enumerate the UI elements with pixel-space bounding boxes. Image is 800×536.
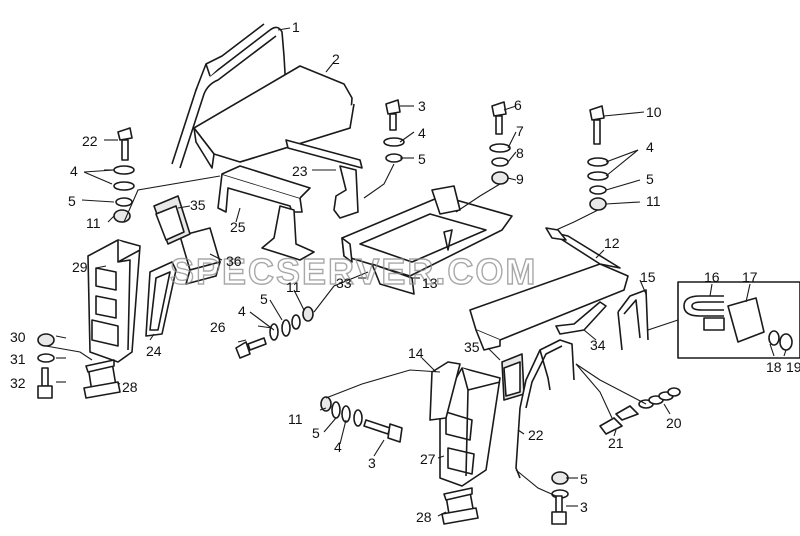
callout-27: 27 [420,451,436,467]
callout-7: 7 [516,123,524,139]
callout-4: 4 [70,163,78,179]
bottom-bracket-28-right-part [441,487,479,525]
fastener-stack-30 [37,333,55,399]
washer-18-part [768,330,780,346]
side-beam-12-part [469,227,629,351]
callout-35: 35 [190,197,206,213]
callout-36: 36 [226,253,242,269]
callout-5: 5 [418,151,426,167]
callout-9: 9 [516,171,524,187]
callout-25: 25 [230,219,246,235]
nut-19-part [779,333,793,351]
callout-3: 3 [580,499,588,515]
callout-15: 15 [640,269,656,285]
step-assembly-29-part [87,239,141,363]
fastener-stack-10 [587,105,609,211]
callout-5: 5 [580,471,588,487]
callout-30: 30 [10,329,26,345]
pad-36-part [179,227,221,285]
callout-28: 28 [122,379,138,395]
callout-28: 28 [416,509,432,525]
callout-8: 8 [516,145,524,161]
callout-3: 3 [368,455,376,471]
step-assembly-27-part [439,367,501,487]
callout-22: 22 [528,427,544,443]
callout-35: 35 [464,339,480,355]
callout-11: 11 [288,411,303,427]
callout-23: 23 [292,163,308,179]
callout-2: 2 [332,51,340,67]
watermark-text: SPECSERVER.COM [170,251,537,292]
callout-20: 20 [666,415,682,431]
bracket-15-part [617,289,649,351]
hook-21-part [599,405,639,435]
callout-1: 1 [292,19,300,35]
callout-21: 21 [608,435,624,451]
callout-22: 22 [82,133,98,149]
pad-35-right-part [501,353,525,401]
callout-5: 5 [68,193,76,209]
callout-24: 24 [146,343,162,359]
callout-4: 4 [238,303,246,319]
callout-6: 6 [514,97,522,113]
callout-4: 4 [334,439,342,455]
callout-19: 19 [786,359,800,375]
callout-16: 16 [704,269,720,285]
frame-bracket-25-part [217,165,315,261]
callout-10: 10 [646,104,662,120]
cover-plate-part [193,65,355,169]
callout-26: 26 [210,319,226,335]
callout-32: 32 [10,375,26,391]
fastener-stack-3-mid [383,99,405,163]
fastener-stack-22-left [113,127,135,223]
leader-lines [45,27,787,517]
callout-4: 4 [418,125,426,141]
bracket-23-part [285,139,363,219]
strap-34-part [555,301,607,335]
fastener-stack-6 [489,101,511,185]
callout-14: 14 [408,345,424,361]
callout-34: 34 [590,337,606,353]
callout-18: 18 [766,359,782,375]
main-frame-13-part [341,185,513,295]
callout-4: 4 [646,139,654,155]
callout-5: 5 [646,171,654,187]
bottom-bracket-28-left-part [83,359,121,399]
callout-31: 31 [10,351,26,367]
callout-labels: 1 2 3 4 5 6 7 8 9 10 4 5 11 22 4 5 11 23… [10,19,800,525]
fastener-stack-3-lower [320,396,403,443]
callout-11: 11 [646,193,661,209]
callout-5: 5 [312,425,320,441]
chain-20-part [638,387,681,409]
fastener-stack-26 [235,306,314,359]
u-bolt-16-part [683,295,725,331]
handrail-22-right-part [515,339,575,479]
callout-11: 11 [86,215,101,231]
pad-35-left-part [153,195,191,245]
callout-29: 29 [72,259,88,275]
step-plate-24-part [145,261,177,337]
callout-5: 5 [260,291,268,307]
callout-11: 11 [286,279,301,295]
fastener-stack-3-right [551,471,569,525]
callout-3: 3 [418,98,426,114]
callout-33: 33 [336,275,352,291]
callout-17: 17 [742,269,758,285]
post-14-part [429,361,461,421]
callout-12: 12 [604,235,620,251]
callout-13: 13 [422,275,438,291]
